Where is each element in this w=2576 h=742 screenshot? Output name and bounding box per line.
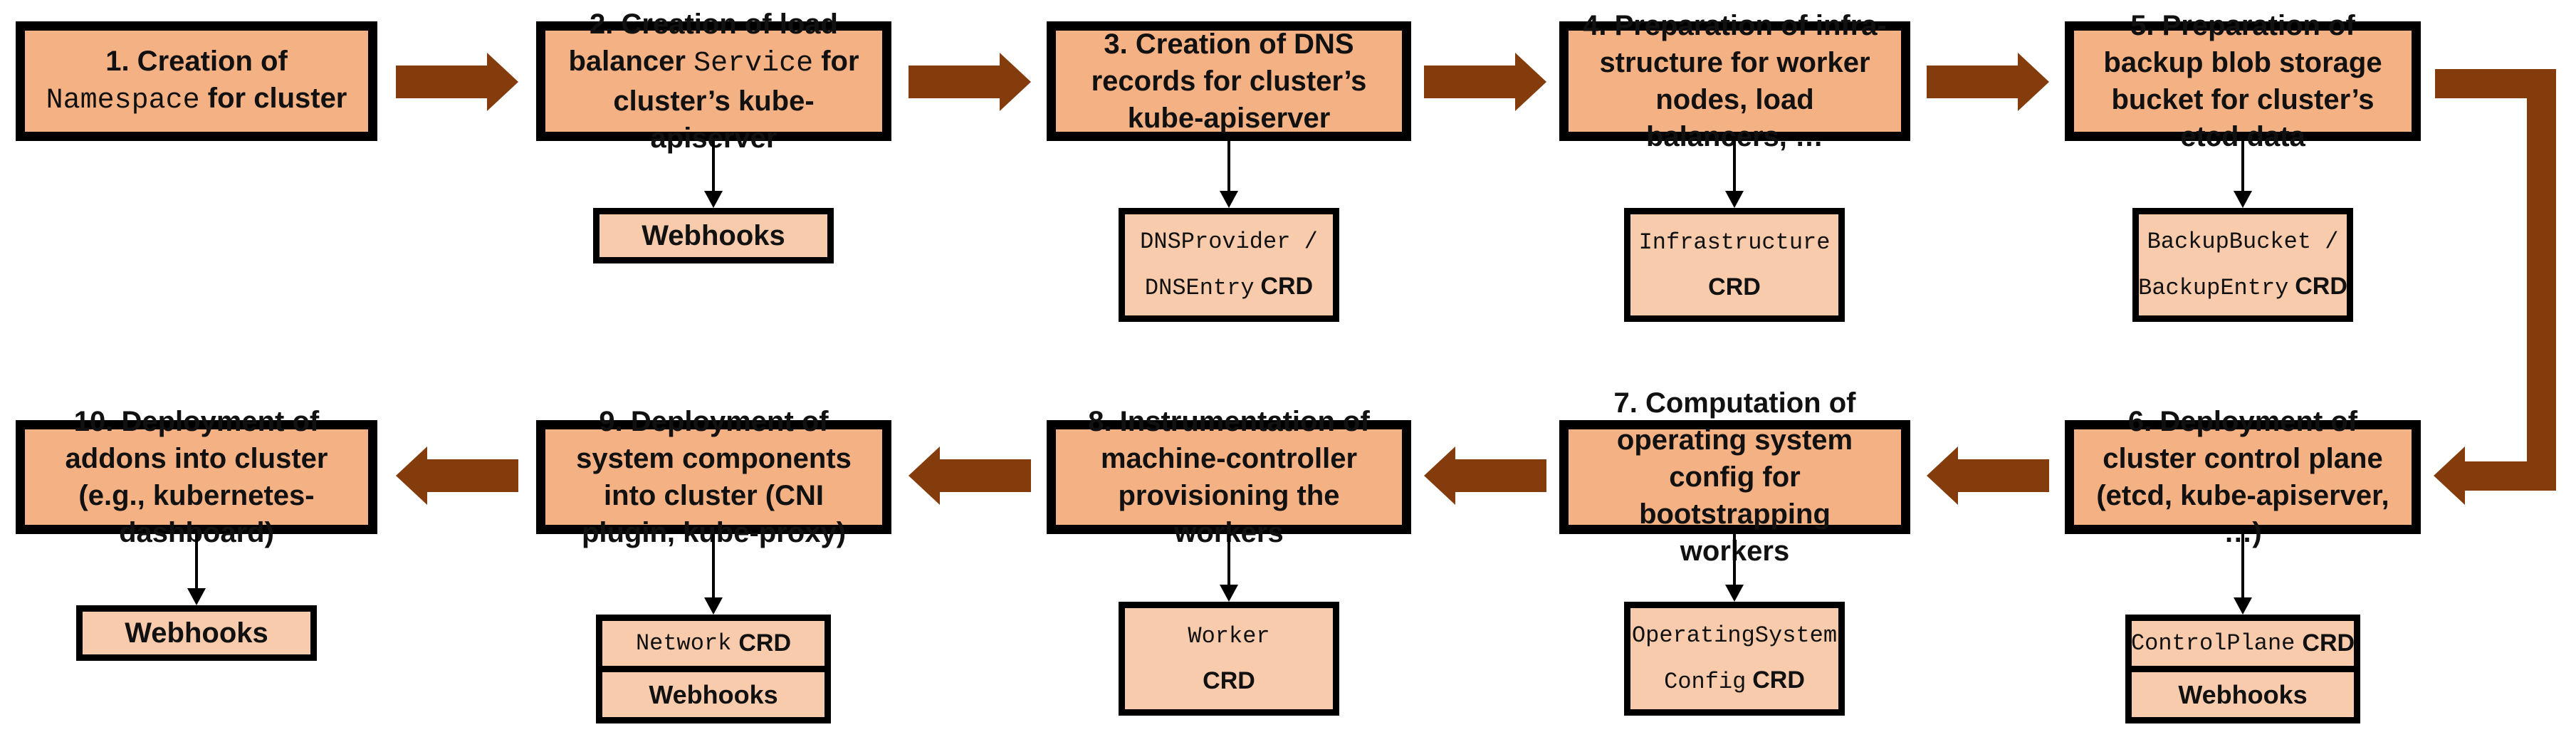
dns-crd-line1: DNSProvider / [1140, 228, 1318, 255]
arrow-shaft [909, 66, 1000, 98]
step-2-webhooks-box: Webhooks [593, 208, 834, 263]
backup-crd-box: BackupBucket / BackupEntry CRD [2132, 208, 2353, 322]
network-crd-stack: Network CRD Webhooks [596, 615, 831, 723]
connector-step8-crd [1220, 534, 1238, 602]
step-6-text: 6. Deployment of cluster control plane (… [2096, 406, 2389, 548]
step-4-box: 4. Preparation of infra-structure for wo… [1559, 10, 1910, 152]
dns-crd-line2: DNSEntry CRD [1144, 272, 1314, 301]
arrow-head-right-icon [1000, 53, 1031, 111]
step-10-webhooks-box: Webhooks [76, 605, 317, 661]
step-1-text: 1. Creation of Namespace for cluster [46, 46, 347, 117]
step-8-text: 8. Instrumentation of machine-controller… [1088, 406, 1370, 548]
connector-step6-crd [2234, 534, 2252, 615]
arrow-shaft [1455, 459, 1546, 492]
network-crd-box: Network CRD [602, 621, 824, 672]
worker-crd-box: Worker CRD [1119, 602, 1339, 716]
webhooks-label: Webhooks [649, 679, 778, 709]
arrow-shaft [427, 459, 518, 492]
backup-crd-line2: BackupEntry CRD [2138, 272, 2347, 301]
step-5-box: 5. Preparation of backup blob storage bu… [2065, 10, 2421, 152]
operatingsystemconfig-crd-box: OperatingSystem Config CRD [1624, 602, 1845, 716]
step-10-text: 10. Deployment of addons into cluster (e… [65, 406, 328, 548]
arrow-shaft [1424, 66, 1515, 98]
webhooks-label: Webhooks [2178, 679, 2308, 709]
step-10-box: 10. Deployment of addons into cluster (e… [16, 406, 377, 548]
arrow-shaft [940, 459, 1031, 492]
osc-crd-line2: Config CRD [1664, 666, 1805, 695]
step-4-text: 4. Preparation of infra-structure for wo… [1583, 10, 1887, 152]
arrow-head-left-icon [2434, 446, 2465, 505]
arrow-shaft [1958, 459, 2049, 492]
worker-crd-label: CRD [1203, 667, 1255, 694]
webhooks-label: Webhooks [642, 219, 785, 251]
step-2-box: 2. Creation of load balancer Service for… [536, 9, 891, 154]
flow-arrow-3-to-4 [1424, 53, 1546, 111]
connector-step2-webhooks [704, 141, 723, 208]
step-7-box: 7. Computation of operating system confi… [1559, 387, 1910, 567]
connector-step7-crd [1725, 534, 1744, 602]
connector-step9-crd [704, 534, 723, 615]
arrow-head-left-icon [1927, 446, 1958, 505]
connector-step3-crd [1220, 141, 1238, 208]
worker-crd-line1: Worker [1188, 623, 1270, 649]
flow-arrow-2-to-3 [909, 53, 1031, 111]
arrow-head-right-icon [487, 53, 518, 111]
arrow-head-left-icon [909, 446, 940, 505]
step-8-box: 8. Instrumentation of machine-controller… [1047, 406, 1411, 548]
arrow-shaft [396, 66, 487, 98]
arrow-head-left-icon [396, 446, 427, 505]
arrow-head-right-icon [1515, 53, 1546, 111]
infrastructure-crd-label: CRD [1708, 273, 1761, 301]
elbow-connector-vertical [2527, 69, 2556, 490]
flow-arrow-9-to-10 [396, 446, 518, 505]
step-9-box: 9. Deployment of system components into … [536, 406, 891, 548]
connector-step5-crd [2234, 141, 2252, 208]
backup-crd-line1: BackupBucket / [2147, 228, 2339, 255]
infrastructure-crd-line1: Infrastructure [1638, 229, 1831, 256]
step-2-text: 2. Creation of load balancer Service for… [568, 9, 859, 154]
controlplane-crd-box: ControlPlane CRD [2131, 621, 2355, 672]
flow-arrow-6-to-7 [1927, 446, 2049, 505]
step-9-webhooks-box: Webhooks [602, 672, 824, 717]
step-6-box: 6. Deployment of cluster control plane (… [2065, 406, 2421, 548]
controlplane-crd-stack: ControlPlane CRD Webhooks [2125, 615, 2360, 723]
flow-arrow-4-to-5 [1927, 53, 2049, 111]
step-9-text: 9. Deployment of system components into … [576, 406, 852, 548]
infrastructure-crd-box: Infrastructure CRD [1624, 208, 1845, 322]
arrow-head-left-icon [1424, 446, 1455, 505]
step-5-text: 5. Preparation of backup blob storage bu… [2103, 10, 2382, 152]
arrow-shaft [1927, 66, 2018, 98]
arrow-head-right-icon [2018, 53, 2049, 111]
webhooks-label: Webhooks [125, 617, 268, 649]
connector-step4-crd [1725, 141, 1744, 208]
flow-arrow-7-to-8 [1424, 446, 1546, 505]
dns-crd-box: DNSProvider / DNSEntry CRD [1119, 208, 1339, 322]
osc-crd-line1: OperatingSystem [1631, 622, 1838, 649]
elbow-connector-bottom [2465, 461, 2556, 491]
connector-step10-webhooks [187, 534, 206, 605]
step-3-box: 3. Creation of DNS records for cluster’s… [1047, 21, 1411, 141]
step-7-text: 7. Computation of operating system confi… [1613, 387, 1856, 567]
flow-arrow-1-to-2 [396, 53, 518, 111]
step-1-box: 1. Creation of Namespace for cluster [16, 21, 377, 141]
flow-arrow-8-to-9 [909, 446, 1031, 505]
step-6-webhooks-box: Webhooks [2132, 672, 2354, 717]
step-3-text: 3. Creation of DNS records for cluster’s… [1091, 28, 1367, 134]
